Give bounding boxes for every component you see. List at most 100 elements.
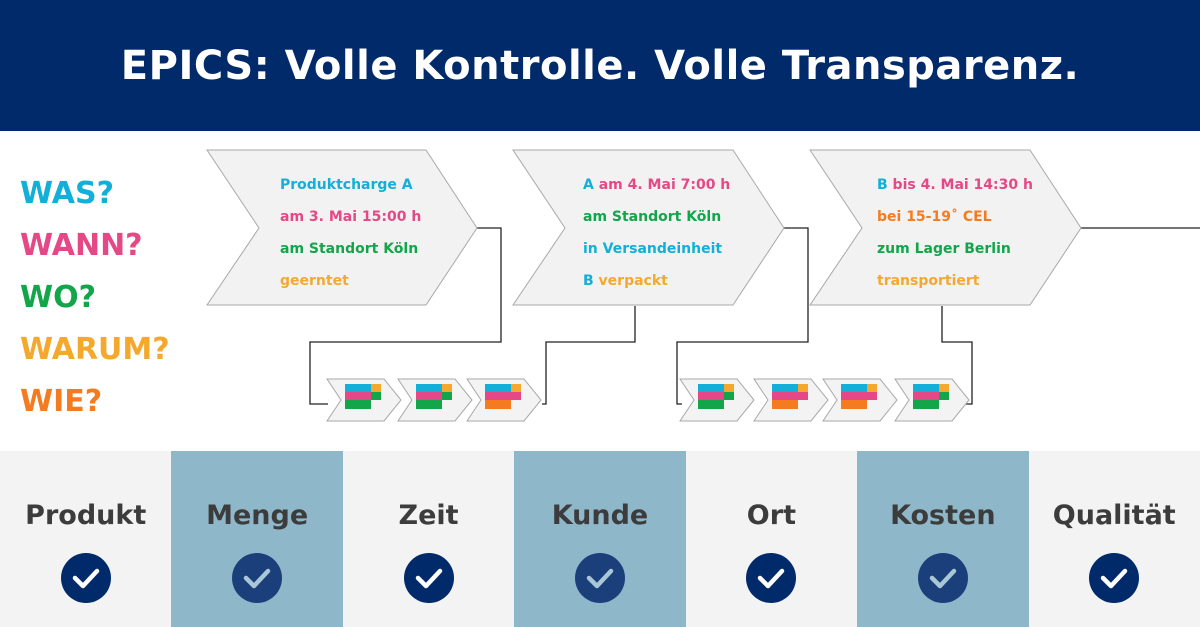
check-icon	[1089, 553, 1140, 603]
check-icon	[403, 553, 454, 603]
event-text-part: am Standort Köln	[583, 209, 721, 225]
mini-block	[485, 392, 511, 400]
question-warum: WARUM?	[20, 332, 170, 367]
mini-event-chevron	[753, 378, 829, 422]
event-text-line: transportiert	[877, 273, 980, 289]
mini-block	[371, 384, 381, 392]
event-text-line: in Versandeinheit	[583, 241, 722, 257]
mini-block	[913, 400, 939, 409]
connector-line	[676, 227, 809, 405]
mini-block	[442, 392, 452, 400]
category-label: Menge	[206, 500, 309, 531]
category-produkt: Produkt	[0, 451, 172, 627]
mini-block	[772, 400, 798, 409]
event-text-part: Produktcharge A	[280, 177, 413, 193]
event-chevron: A am 4. Mai 7:00 h am Standort Köln in Ver…	[512, 149, 785, 306]
mini-block	[442, 384, 452, 392]
event-text-line: am Standort Köln	[583, 209, 721, 225]
mini-event-chevron	[822, 378, 898, 422]
event-text-line: Produktcharge A	[280, 177, 413, 193]
mini-block	[841, 400, 867, 409]
event-text-line: am Standort Köln	[280, 241, 418, 257]
category-label: Ort	[746, 500, 796, 531]
mini-block	[345, 400, 371, 409]
event-text-part: B	[877, 177, 893, 193]
mini-block	[345, 392, 371, 400]
event-text-part: A	[583, 177, 599, 193]
event-text-part: in Versandeinheit	[583, 241, 722, 257]
mini-block	[913, 384, 939, 392]
mini-block	[698, 392, 724, 400]
mini-event-chevron	[466, 378, 542, 422]
mini-block	[485, 400, 511, 409]
category-menge: Menge	[171, 451, 343, 627]
event-text-part: geerntet	[280, 273, 349, 289]
event-text-line: B bis 4. Mai 14:30 h	[877, 177, 1033, 193]
mini-block	[772, 384, 798, 392]
mini-block	[867, 384, 877, 392]
event-text-line: B verpackt	[583, 273, 668, 289]
mini-event-chevron	[894, 378, 970, 422]
event-text-line: geerntet	[280, 273, 349, 289]
mini-event-chevron	[397, 378, 473, 422]
question-wann: WANN?	[20, 228, 143, 263]
mini-block	[772, 392, 798, 400]
event-text-part: bis 4. Mai 14:30 h	[893, 177, 1033, 193]
check-icon	[60, 553, 111, 603]
question-wo: WO?	[20, 280, 96, 315]
mini-event-chevron	[679, 378, 755, 422]
page-title: EPICS: Volle Kontrolle. Volle Transparen…	[120, 42, 1080, 89]
chevron-shape	[512, 149, 785, 306]
check-icon	[917, 553, 968, 603]
mini-block	[698, 400, 724, 409]
mini-block	[841, 392, 867, 400]
event-text-part: bei 15-19˚ CEL	[877, 208, 992, 225]
event-text-part: am 4. Mai 7:00 h	[599, 177, 731, 193]
chevron-shape	[206, 149, 478, 306]
category-kunde: Kunde	[514, 451, 686, 627]
event-text-part: B	[583, 273, 599, 289]
mini-block	[511, 392, 521, 400]
event-text-line: bei 15-19˚ CEL	[877, 208, 992, 225]
event-text-part: am 3. Mai 15:00 h	[280, 209, 421, 225]
connector-line	[309, 227, 502, 405]
mini-block	[939, 384, 949, 392]
mini-block	[416, 400, 442, 409]
event-text-part: am Standort Köln	[280, 241, 418, 257]
header-banner: EPICS: Volle Kontrolle. Volle Transparen…	[0, 0, 1200, 131]
category-label: Zeit	[398, 500, 459, 531]
mini-block	[416, 384, 442, 392]
category-kosten: Kosten	[857, 451, 1029, 627]
mini-block	[913, 392, 939, 400]
mini-block	[798, 392, 808, 400]
chevron-shape	[809, 149, 1082, 306]
mini-block	[841, 384, 867, 392]
event-text-part: verpackt	[599, 273, 669, 289]
mini-block	[698, 384, 724, 392]
check-icon	[746, 553, 797, 603]
mini-block	[511, 384, 521, 392]
mini-block	[724, 384, 734, 392]
check-icon	[232, 553, 283, 603]
mini-block	[798, 384, 808, 392]
event-chevron: Produktcharge A am 3. Mai 15:00 h am Stand…	[206, 149, 478, 306]
question-list: WAS? WANN? WO? WARUM? WIE?	[20, 168, 170, 428]
mini-event-chevron	[326, 378, 402, 422]
event-text-part: zum Lager Berlin	[877, 241, 1011, 257]
question-was: WAS?	[20, 176, 114, 211]
mini-block	[416, 392, 442, 400]
category-label: Kunde	[551, 500, 649, 531]
mini-block	[724, 392, 734, 400]
event-text-line: A am 4. Mai 7:00 h	[583, 177, 730, 193]
mini-block	[867, 392, 877, 400]
category-bar: Produkt Menge Zeit Kunde Ort Kosten Qual…	[0, 451, 1200, 627]
mini-block	[345, 384, 371, 392]
event-text-part: transportiert	[877, 273, 980, 289]
category-label: Qualität	[1052, 500, 1176, 531]
category-ort: Ort	[685, 451, 858, 627]
category-label: Kosten	[890, 500, 996, 531]
category-qualitaet: Qualität	[1028, 451, 1200, 627]
connector-line	[941, 306, 973, 405]
question-wie: WIE?	[20, 384, 103, 419]
category-label: Produkt	[25, 500, 147, 531]
